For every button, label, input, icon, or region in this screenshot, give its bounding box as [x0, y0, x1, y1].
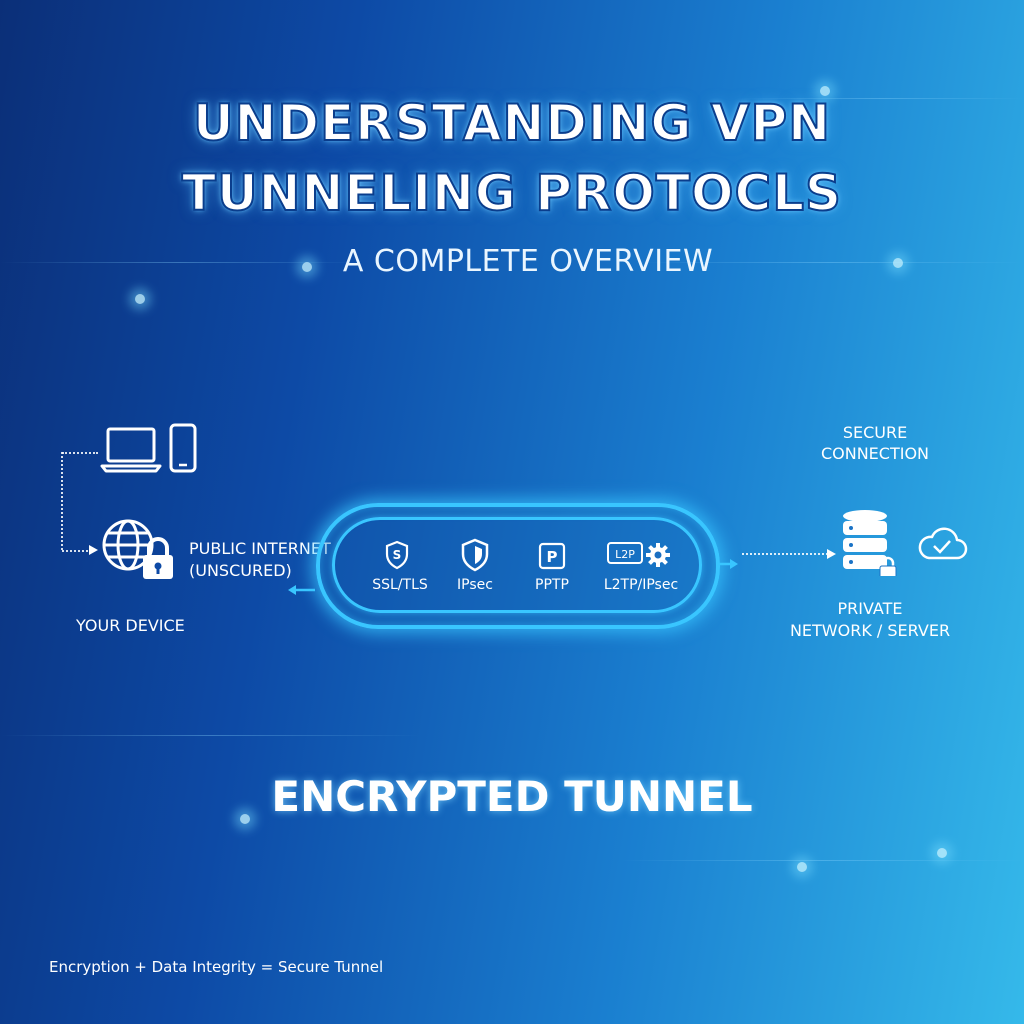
arrow-right-icon [89, 545, 98, 555]
bg-glow-dot [937, 848, 947, 858]
protocol-label-ipsec: IPsec [457, 577, 493, 593]
l2p-gear-icon: L2P [607, 542, 670, 567]
bg-glow-dot [302, 262, 312, 272]
padlock-icon [143, 537, 173, 579]
secure-label: SECURE [842, 423, 908, 442]
svg-text:S: S [393, 548, 402, 562]
shield-s-icon: S [385, 540, 409, 570]
bg-glow-line [620, 860, 1024, 861]
bg-glow-dot [893, 258, 903, 268]
bg-glow-dot [820, 86, 830, 96]
bg-glow-line [740, 98, 1024, 99]
page-subtitle: A COMPLETE OVERVIEW [342, 244, 714, 279]
bg-glow-dot [135, 294, 145, 304]
public-internet-label: PUBLIC INTERNET [189, 539, 331, 558]
encrypted-tunnel-inner [332, 517, 702, 613]
database-icon [843, 510, 897, 576]
phone-icon [169, 423, 197, 473]
connector-line [61, 452, 63, 550]
cloud-check-icon [918, 527, 968, 560]
bg-glow-dot [240, 814, 250, 824]
protocol-label-l2tp: L2TP/IPsec [603, 577, 679, 593]
encrypted-tunnel [316, 503, 720, 629]
svg-text:P: P [547, 548, 558, 566]
svg-text:L2P: L2P [615, 548, 635, 561]
network-server-label: NETWORK / SERVER [789, 621, 951, 640]
page-title-line1: UNDERSTANDING VPN [192, 93, 831, 153]
your-device-label: YOUR DEVICE [76, 616, 185, 635]
connector-line [62, 452, 98, 454]
private-label: PRIVATE [837, 599, 903, 618]
p-box-icon: P [538, 542, 566, 570]
laptop-icon [100, 427, 162, 473]
bg-glow-line [640, 262, 1024, 263]
connection-label: CONNECTION [820, 444, 930, 463]
connector-line [742, 553, 828, 555]
protocol-label-ssl: SSL/TLS [372, 577, 428, 593]
connector-line [62, 550, 92, 552]
bg-glow-line [0, 262, 360, 263]
arrow-right-icon [827, 549, 836, 559]
shield-icon [461, 538, 489, 572]
bg-glow-line [0, 735, 420, 736]
unsecured-label: (UNSCURED) [189, 561, 292, 580]
footer-caption: Encryption + Data Integrity = Secure Tun… [49, 958, 384, 976]
arrow-right-icon [716, 559, 738, 569]
arrow-left-icon [288, 585, 315, 595]
page-title-line2: TUNNELING PROTOCLS [181, 163, 843, 223]
protocol-label-pptp: PPTP [535, 577, 569, 593]
encrypted-tunnel-banner: ENCRYPTED TUNNEL [271, 772, 753, 821]
bg-glow-dot [797, 862, 807, 872]
globe-icon [102, 519, 154, 571]
